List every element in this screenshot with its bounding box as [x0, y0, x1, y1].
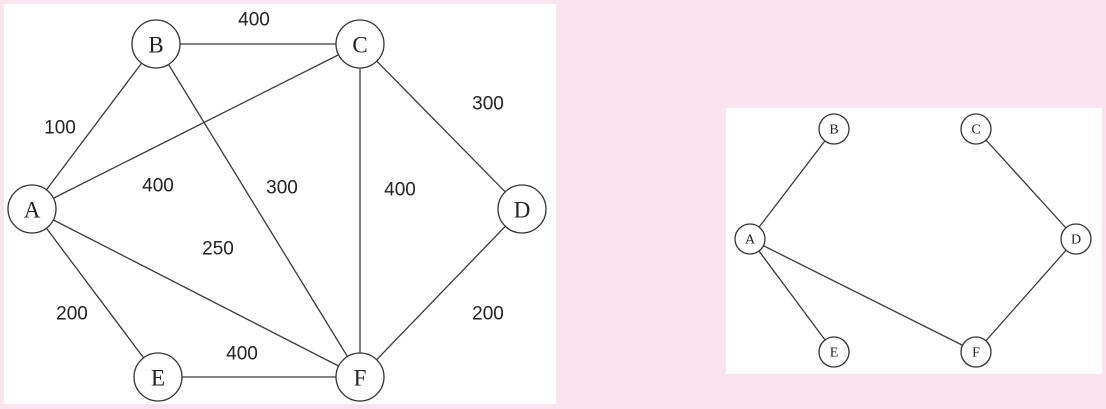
- tree-node-e: E: [818, 336, 850, 368]
- graph-weight-a-c: 400: [142, 176, 174, 197]
- graph-node-circle: [335, 352, 385, 402]
- tree-edge-f-d: [975, 238, 1077, 353]
- graph-node-d: D: [497, 184, 547, 234]
- graph-node-circle: [131, 19, 181, 69]
- tree-node-d: D: [1060, 223, 1092, 255]
- tree-node-label: F: [972, 346, 980, 361]
- graph-weight-a-f: 250: [202, 239, 234, 260]
- graph-node-circle: [497, 184, 547, 234]
- tree-node-b: B: [818, 113, 850, 145]
- tree-node-circle: [960, 113, 992, 145]
- graph-weight-f-d: 200: [472, 304, 504, 325]
- graph-weight-e-f: 400: [226, 344, 258, 365]
- graph-edge-b-f: [155, 43, 361, 378]
- graph-edge-a-e: [31, 208, 159, 378]
- graph-node-label: B: [148, 33, 163, 58]
- tree-node-circle: [818, 336, 850, 368]
- full-graph-panel: 100 400 300 400 300 400 250 200 400 200 A B C D E F: [4, 4, 556, 404]
- graph-weight-b-f: 300: [266, 178, 298, 199]
- graph-node-label: A: [24, 198, 41, 223]
- graph-node-label: C: [352, 33, 367, 58]
- graph-node-label: F: [354, 366, 367, 391]
- spanning-tree-panel: A B C D E F: [726, 108, 1102, 374]
- graph-node-e: E: [133, 352, 183, 402]
- tree-edge-a-e: [749, 238, 835, 353]
- tree-node-a: A: [734, 223, 766, 255]
- spanning-tree-diagram: A B C D E F: [734, 113, 1092, 368]
- full-graph-diagram: 100 400 300 400 300 400 250 200 400 200 A B C D E F: [7, 10, 547, 402]
- tree-node-c: C: [960, 113, 992, 145]
- tree-node-label: E: [830, 346, 839, 361]
- tree-node-label: D: [1071, 233, 1081, 248]
- graph-edge-a-b: [31, 43, 157, 210]
- tree-node-label: B: [829, 123, 838, 138]
- tree-edge-c-d: [975, 128, 1077, 240]
- graph-edge-c-d: [359, 43, 523, 210]
- graph-weight-c-f: 400: [384, 180, 416, 201]
- graph-node-c: C: [335, 19, 385, 69]
- tree-node-label: A: [745, 233, 756, 248]
- tree-node-f: F: [960, 336, 992, 368]
- graph-node-circle: [133, 352, 183, 402]
- graph-weight-c-d: 300: [472, 94, 504, 115]
- tree-node-circle: [734, 223, 766, 255]
- graph-edge-a-c: [31, 43, 361, 210]
- graph-weight-a-b: 100: [44, 118, 76, 139]
- graph-edge-a-f: [31, 208, 361, 378]
- graph-node-a: A: [7, 184, 57, 234]
- graph-node-f: F: [335, 352, 385, 402]
- graph-node-circle: [335, 19, 385, 69]
- tree-node-circle: [960, 336, 992, 368]
- graph-node-label: D: [514, 198, 531, 223]
- tree-edge-a-f: [749, 238, 977, 353]
- graph-weight-b-c: 400: [238, 10, 270, 31]
- graph-node-b: B: [131, 19, 181, 69]
- tree-node-circle: [818, 113, 850, 145]
- graph-node-circle: [7, 184, 57, 234]
- graph-weight-a-e: 200: [56, 304, 88, 325]
- tree-node-circle: [1060, 223, 1092, 255]
- tree-edge-a-b: [749, 128, 835, 240]
- tree-node-label: C: [971, 123, 980, 138]
- graph-edge-f-d: [359, 208, 523, 378]
- graph-node-label: E: [151, 366, 165, 391]
